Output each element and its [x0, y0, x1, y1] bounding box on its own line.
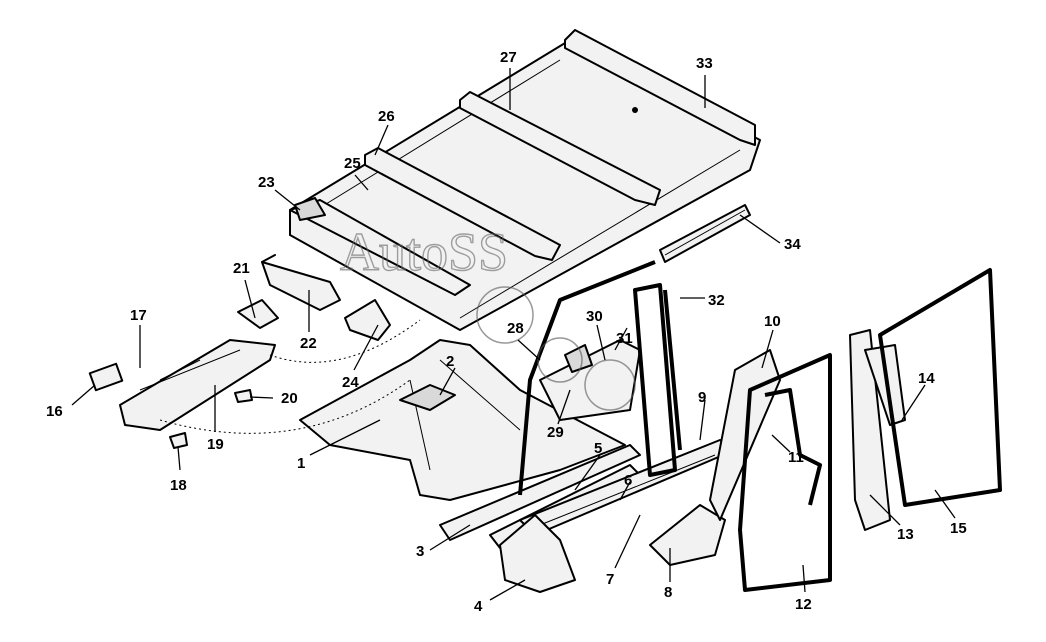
callout-17: 17 [130, 307, 147, 324]
callout-26: 26 [378, 108, 395, 125]
rear-door-seal [738, 353, 832, 592]
interior-mirror [344, 299, 391, 341]
b-pillar [539, 339, 641, 421]
clip-20 [234, 389, 253, 403]
callout-9: 9 [698, 389, 706, 406]
callout-12: 12 [795, 596, 812, 613]
b-pillar-trim [633, 283, 677, 477]
callout-labels: 1 2 3 4 5 6 7 8 9 10 11 12 13 14 15 16 1… [46, 49, 967, 615]
callout-4: 4 [474, 598, 483, 615]
callout-3: 3 [416, 543, 424, 560]
callout-13: 13 [897, 526, 914, 543]
callout-16: 16 [46, 403, 63, 420]
watermark: AutoSS [339, 221, 636, 411]
callout-33: 33 [696, 55, 713, 72]
clip-18 [169, 432, 188, 449]
callout-30: 30 [586, 308, 603, 325]
watermark-text: AutoSS [340, 222, 508, 282]
roof-rear-bow [564, 29, 756, 146]
roof-side-rail [659, 204, 751, 263]
callout-7: 7 [606, 571, 614, 588]
kick-panel [499, 514, 576, 593]
callout-8: 8 [664, 584, 672, 601]
callout-6: 6 [624, 472, 632, 489]
callout-34: 34 [784, 236, 801, 253]
front-floor-panel [119, 339, 276, 431]
callout-14: 14 [918, 370, 935, 387]
callout-24: 24 [342, 374, 359, 391]
callout-10: 10 [764, 313, 781, 330]
callout-27: 27 [500, 49, 517, 66]
callout-15: 15 [950, 520, 967, 537]
callout-5: 5 [594, 440, 602, 457]
callout-11: 11 [788, 449, 804, 466]
callout-32: 32 [708, 292, 725, 309]
callout-21: 21 [233, 260, 250, 277]
roof-panel [289, 39, 761, 331]
door-seal-15 [878, 268, 1002, 507]
callout-29: 29 [547, 424, 564, 441]
panel-14 [864, 344, 906, 426]
leader-lines [71, 68, 956, 601]
roof-middle-bow [459, 91, 661, 206]
callout-20: 20 [281, 390, 298, 407]
callout-31: 31 [616, 330, 633, 347]
callout-2: 2 [446, 353, 454, 370]
quarter-trim [849, 329, 891, 531]
callout-28: 28 [507, 320, 524, 337]
roof-front-header [289, 197, 471, 296]
bracket-8 [649, 504, 726, 566]
bracket-16 [88, 362, 124, 392]
a-pillar-seal [518, 260, 656, 496]
callout-25: 25 [344, 155, 361, 172]
callout-23: 23 [258, 174, 275, 191]
callout-18: 18 [170, 477, 187, 494]
callout-1: 1 [297, 455, 305, 472]
callout-22: 22 [300, 335, 317, 352]
callout-19: 19 [207, 436, 224, 453]
sun-visor [261, 254, 341, 311]
bracket-21 [237, 299, 279, 329]
seal-32 [663, 289, 682, 451]
